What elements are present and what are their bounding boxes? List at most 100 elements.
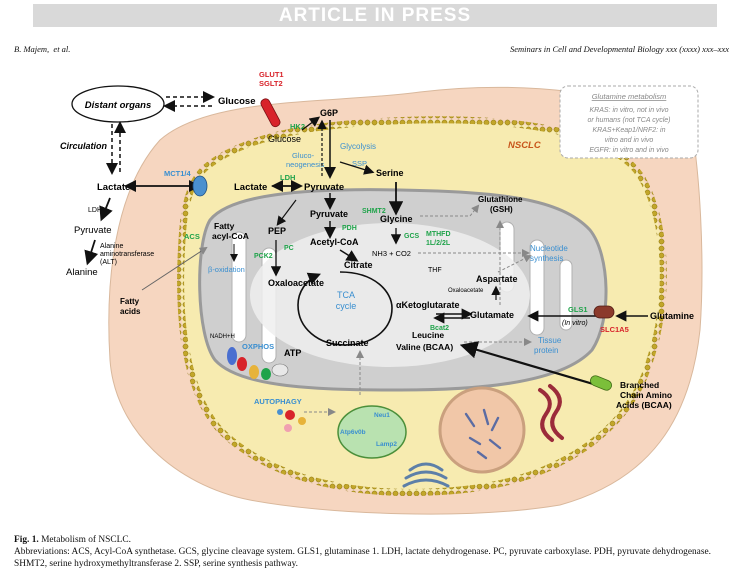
- mthfd-label-1: MTHFD: [426, 231, 451, 238]
- autophagy-label: AUTOPHAGY: [254, 397, 302, 406]
- glucose-inside-label: Glucose: [268, 134, 301, 144]
- chromosomes: [464, 408, 502, 460]
- akg-label: αKetoglutarate: [396, 300, 460, 310]
- beta-oxidation-label: β-oxidation: [208, 265, 245, 274]
- circulation-label: Circulation: [60, 141, 108, 151]
- glutamine-box-title: Glutamine metabolism: [592, 92, 667, 101]
- tissue-protein-label-2: protein: [534, 346, 558, 355]
- pep-label: PEP: [268, 226, 286, 236]
- alanine-label: Alanine: [66, 267, 98, 278]
- glut1-label: GLUT1: [259, 70, 284, 79]
- acs-label: ACS: [184, 232, 200, 241]
- lactate-outside-label: Lactate: [97, 182, 130, 193]
- figure-1: Distant organs Glucose GLUT1 SGLT2 Circu…: [0, 60, 743, 530]
- in-vitro-label: (In vitro): [562, 320, 588, 327]
- glutamine-label: Glutamine: [650, 311, 694, 321]
- nucleotide-label-1: Nucleotide: [530, 244, 568, 253]
- mct-label: MCT1/4: [164, 169, 192, 178]
- figure-caption: Fig. 1. Metabolism of NSCLC. Abbreviatio…: [14, 534, 730, 570]
- gluconeogenesis-label-2: neogenesis: [286, 160, 325, 169]
- nucleotide-label-2: synthesis: [530, 254, 563, 263]
- golgi-apparatus: [402, 462, 450, 488]
- lamp2-label: Lamp2: [376, 441, 397, 448]
- sglt2-label: SGLT2: [259, 79, 283, 88]
- glutamine-box-line-2: or humans (not TCA cycle): [588, 117, 671, 124]
- pyruvate-outside-label: Pyruvate: [74, 225, 112, 236]
- glutamine-metabolism-box: [559, 85, 699, 159]
- gluconeogenesis-label-1: Gluco-: [292, 151, 315, 160]
- fatty-acyl-coa-label-1: Fatty: [214, 221, 235, 231]
- pck2-label: PCK2: [254, 253, 273, 260]
- nsclc-label: NSCLC: [508, 140, 541, 151]
- nucleus: [438, 386, 526, 474]
- ldh-outside-label: LDH: [88, 207, 102, 214]
- hk2-label: HK2: [290, 122, 305, 131]
- shmt2-label: SHMT2: [362, 208, 386, 215]
- alt-label-1: Alanine: [100, 243, 123, 250]
- ldh-inside-label: LDH: [280, 173, 295, 182]
- ssp-label: SSP: [352, 159, 367, 168]
- gls1-label: GLS1: [568, 305, 588, 314]
- pdh-label: PDH: [342, 225, 357, 232]
- glutamine-box-line-1: KRAS: in vitro, not in vivo: [590, 107, 669, 114]
- tissue-protein-label-1: Tissue: [538, 336, 562, 345]
- fatty-acyl-coa-label-2: acyl-CoA: [212, 231, 249, 241]
- neu1-label: Neu1: [374, 412, 390, 419]
- bcaa-label-2: Chain Amino: [620, 390, 672, 400]
- pyruvate-cytosol-label: Pyruvate: [304, 182, 344, 193]
- figure-abbreviations: Abbreviations: ACS, Acyl-CoA synthetase.…: [14, 547, 711, 569]
- glucose-blood-label: Glucose: [218, 96, 256, 107]
- glutamine-box-line-4: vitro and in vivo: [605, 137, 654, 144]
- thf-label: THF: [428, 267, 442, 274]
- g6p-label: G6P: [320, 108, 338, 118]
- lactate-inside-label: Lactate: [234, 182, 267, 193]
- mthfd-label-2: 1L/2/2L: [426, 240, 451, 247]
- atp6v0b-label: Atp6v0b: [340, 429, 366, 436]
- autophagosome: [337, 405, 407, 459]
- leucine-label: Leucine: [412, 330, 444, 340]
- gcs-label: GCS: [404, 233, 420, 240]
- aspartate-label: Aspartate: [476, 274, 518, 284]
- slc1a5-label: SLC1A5: [600, 325, 629, 334]
- tca-label-2: cycle: [336, 301, 357, 311]
- running-header-authors: B. Majem, et al.: [14, 44, 71, 54]
- fatty-acids-label-2: acids: [120, 307, 141, 316]
- acetyl-coa-label: Acetyl-CoA: [310, 237, 359, 247]
- alt-label-3: (ALT): [100, 259, 117, 266]
- succinate-label: Succinate: [326, 338, 369, 348]
- figure-number: Fig. 1.: [14, 535, 39, 545]
- oxphos-label: OXPHOS: [242, 342, 274, 351]
- nh3-co2-label: NH3 + CO2: [372, 249, 411, 258]
- endoplasmic-reticulum: [538, 384, 564, 442]
- glycolysis-label: Glycolysis: [340, 142, 376, 151]
- tca-cycle-arrows: [297, 271, 393, 346]
- running-header-journal: Seminars in Cell and Developmental Biolo…: [509, 44, 729, 54]
- serine-label: Serine: [376, 168, 404, 178]
- glutathione-label-2: (GSH): [490, 205, 513, 214]
- metabolism-diagram: Distant organs Glucose GLUT1 SGLT2 Circu…: [60, 70, 703, 515]
- bcaa-label-1: Branched: [620, 380, 659, 390]
- bcaa-label-3: Acids (BCAA): [616, 400, 672, 410]
- glut1-transporter: [260, 98, 281, 128]
- oxaloacetate-small-label: Oxaloacetate: [448, 288, 484, 294]
- nadh-label: NADH+H: [210, 334, 235, 340]
- citrate-label: Citrate: [344, 260, 373, 270]
- figure-title: Metabolism of NSCLC.: [41, 535, 131, 545]
- pyruvate-mito-label: Pyruvate: [310, 209, 348, 219]
- slc1a5-transporter: [593, 305, 615, 319]
- glutamate-label: Glutamate: [470, 310, 514, 320]
- alt-label-2: aminotransferase: [100, 251, 154, 258]
- fatty-acids-label-1: Fatty: [120, 297, 140, 306]
- autophagy-cargo: [277, 409, 306, 432]
- article-in-press-banner: ARTICLE IN PRESS: [33, 4, 717, 27]
- oxaloacetate-label: Oxaloacetate: [268, 278, 324, 288]
- glycine-label: Glycine: [380, 214, 413, 224]
- oxphos-complexes: [227, 347, 289, 380]
- atp-label: ATP: [284, 348, 301, 358]
- pc-label: PC: [284, 245, 294, 252]
- glutathione-label-1: Glutathione: [478, 195, 523, 204]
- bcaa-transporter: [590, 375, 612, 391]
- glutamine-box-line-5: EGFR: in vitro and in vivo: [589, 147, 668, 154]
- tca-label-1: TCA: [337, 290, 355, 300]
- bcat2-label: Bcat2: [430, 325, 449, 332]
